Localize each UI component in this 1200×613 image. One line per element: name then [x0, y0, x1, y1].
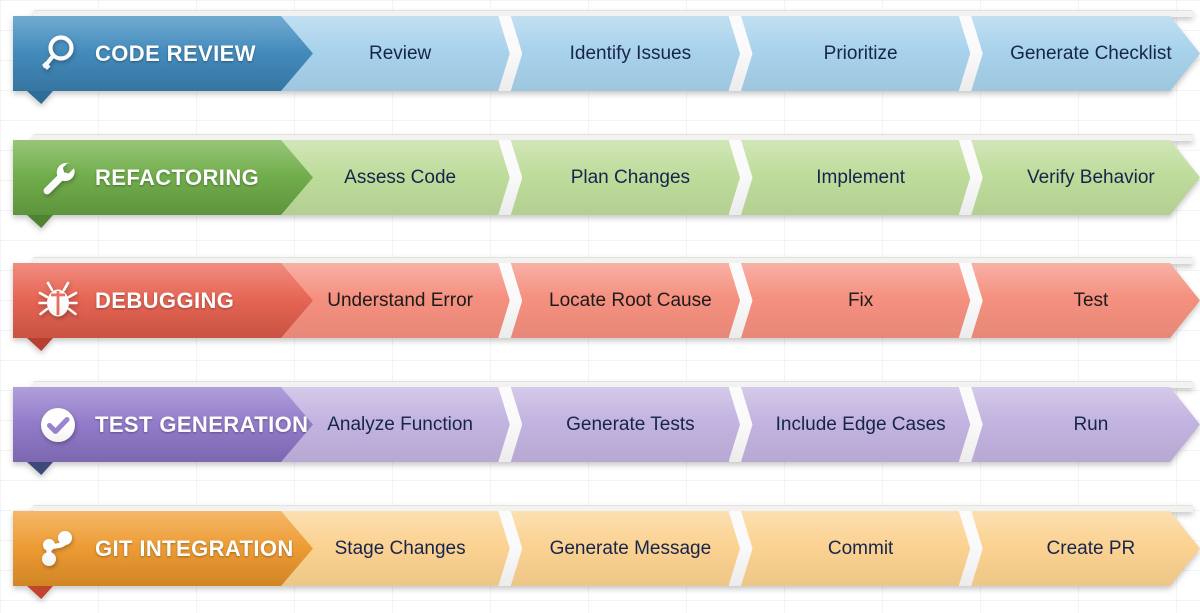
row-header-debugging[interactable]: DEBUGGING: [13, 263, 313, 338]
row-title: GIT INTEGRATION: [95, 535, 294, 561]
ribbon-fold-tab: [27, 462, 53, 475]
step-test-generation-1[interactable]: Analyze Function: [327, 413, 473, 435]
step-code-review-1[interactable]: Review: [368, 42, 432, 64]
row-title: REFACTORING: [95, 164, 260, 190]
ribbon-fold-tab: [27, 586, 53, 599]
ribbon-fold-tab: [27, 91, 53, 104]
row-header-code-review[interactable]: CODE REVIEW: [13, 16, 313, 91]
row-lip: [33, 134, 1193, 141]
bug-icon: [35, 278, 81, 324]
step-refactoring-1[interactable]: Assess Code: [344, 166, 457, 188]
step-git-integration-2[interactable]: Generate Message: [509, 511, 739, 586]
row-title: DEBUGGING: [95, 287, 235, 313]
row-header-refactoring[interactable]: REFACTORING: [13, 140, 313, 215]
row-lip: [33, 257, 1193, 264]
row-title: CODE REVIEW: [95, 40, 256, 66]
ribbon-fold-tab: [27, 338, 53, 351]
row-lip: [33, 381, 1193, 388]
step-test-generation-2[interactable]: Generate Tests: [509, 387, 739, 462]
row-lip: [33, 505, 1193, 512]
process-row-git-integration[interactable]: GIT INTEGRATION Stage Changes Generate Mes…: [13, 505, 1200, 599]
step-git-integration-3[interactable]: Commit: [740, 511, 970, 586]
step-debugging-3[interactable]: Fix: [740, 263, 970, 338]
row-header-git-integration[interactable]: GIT INTEGRATION: [13, 511, 313, 586]
step-git-integration-1[interactable]: Stage Changes: [334, 537, 466, 559]
row-title: TEST GENERATION: [95, 411, 309, 437]
ribbon-fold-tab: [27, 215, 53, 228]
step-code-review-2[interactable]: Identify Issues: [509, 16, 739, 91]
step-code-review-4[interactable]: Generate Checklist: [970, 16, 1200, 91]
step-test-generation-4[interactable]: Run: [970, 387, 1200, 462]
step-debugging-4[interactable]: Test: [970, 263, 1200, 338]
git-branch-icon: [35, 526, 81, 572]
step-code-review-3[interactable]: Prioritize: [740, 16, 970, 91]
step-refactoring-2[interactable]: Plan Changes: [509, 140, 739, 215]
magnifier-icon: [35, 31, 81, 77]
step-test-generation-3[interactable]: Include Edge Cases: [740, 387, 970, 462]
step-refactoring-3[interactable]: Implement: [740, 140, 970, 215]
row-lip: [33, 10, 1193, 17]
step-debugging-1[interactable]: Understand Error: [327, 289, 473, 311]
process-row-debugging[interactable]: DEBUGGING Understand Error Locate Root Cau…: [13, 257, 1200, 351]
wrench-icon: [35, 155, 81, 201]
step-debugging-2[interactable]: Locate Root Cause: [509, 263, 739, 338]
row-header-test-generation[interactable]: TEST GENERATION: [13, 387, 313, 462]
process-row-test-generation[interactable]: TEST GENERATION Analyze Function Generate …: [13, 381, 1200, 475]
step-refactoring-4[interactable]: Verify Behavior: [970, 140, 1200, 215]
step-git-integration-4[interactable]: Create PR: [970, 511, 1200, 586]
check-circle-icon: [35, 402, 81, 448]
